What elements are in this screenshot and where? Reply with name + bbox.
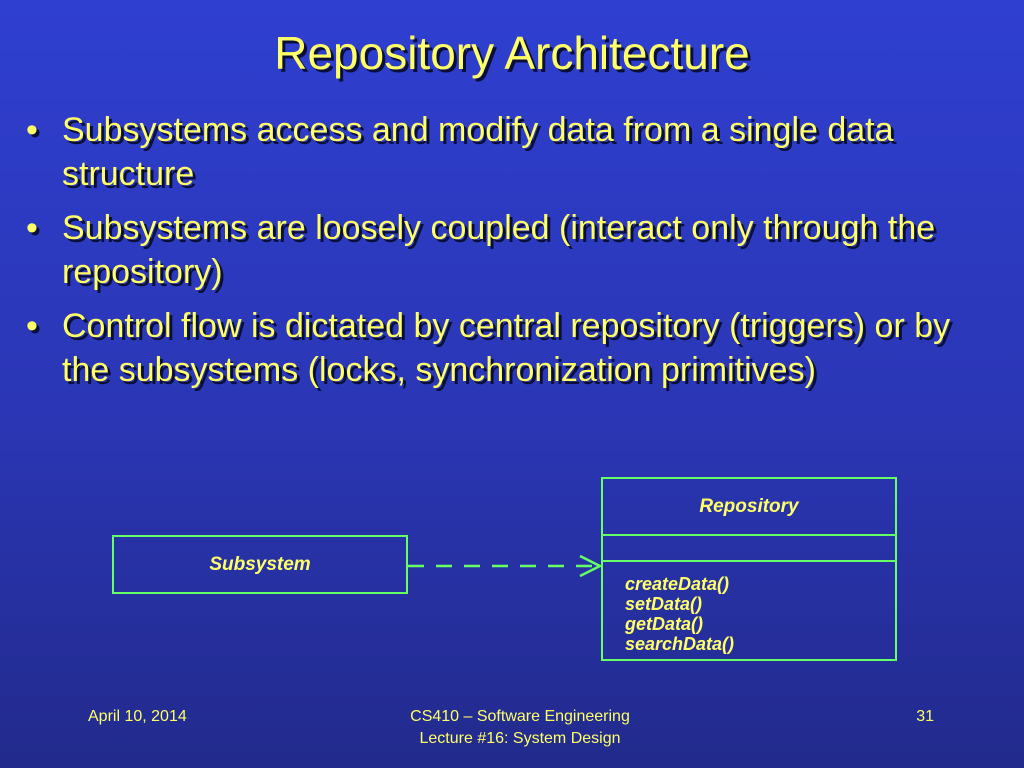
bullet-text: Subsystems are loosely coupled (interact… bbox=[62, 209, 936, 291]
repository-name-compartment: Repository bbox=[601, 477, 897, 536]
operations-list: createData() setData() getData() searchD… bbox=[625, 574, 734, 654]
page-number: 31 bbox=[916, 708, 934, 725]
bullet-list: • Subsystems access and modify data from… bbox=[26, 108, 966, 402]
repository-attribute-compartment bbox=[601, 534, 897, 562]
footer-lecture-title: Lecture #16: System Design bbox=[419, 730, 621, 747]
operation-item: createData() bbox=[625, 574, 730, 594]
operation-item: setData() bbox=[625, 594, 703, 614]
repository-label: Repository bbox=[699, 495, 799, 517]
slide-title: Repository Architecture bbox=[274, 27, 750, 79]
bullet-marker: • bbox=[26, 209, 38, 247]
bullet-item: • Subsystems access and modify data from… bbox=[26, 108, 966, 196]
operation-item: getData() bbox=[625, 614, 704, 634]
subsystem-class-box: Subsystem bbox=[112, 535, 408, 594]
repository-operations-compartment: createData() setData() getData() searchD… bbox=[601, 560, 897, 661]
subsystem-label: Subsystem bbox=[209, 553, 311, 575]
bullet-marker: • bbox=[26, 111, 38, 149]
bullet-item: • Subsystems are loosely coupled (intera… bbox=[26, 206, 966, 294]
arrowhead-icon bbox=[579, 554, 602, 578]
operation-item: searchData() bbox=[625, 634, 735, 654]
bullet-marker: • bbox=[26, 307, 38, 345]
footer-course-title: CS410 – Software Engineering bbox=[410, 708, 630, 725]
bullet-text: Control flow is dictated by central repo… bbox=[62, 307, 951, 389]
dependency-arrow bbox=[408, 554, 602, 578]
bullet-text: Subsystems access and modify data from a… bbox=[62, 111, 894, 193]
footer-course: CS410 – Software Engineering Lecture #16… bbox=[312, 706, 728, 750]
bullet-item: • Control flow is dictated by central re… bbox=[26, 304, 966, 392]
footer-date: April 10, 2014 bbox=[88, 708, 187, 725]
